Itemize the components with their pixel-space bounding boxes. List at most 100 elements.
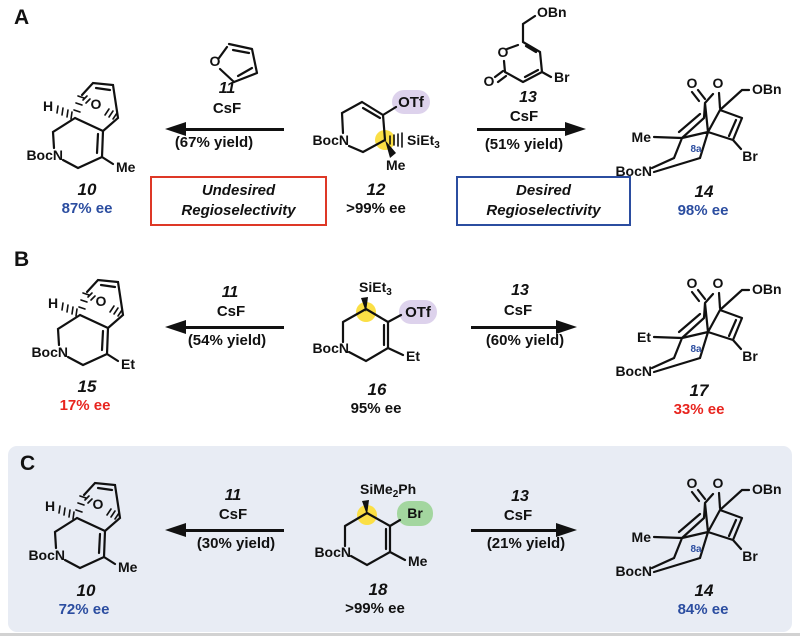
left-arrow-line	[184, 529, 284, 532]
box-line1: Desired	[515, 182, 572, 199]
stereo-wedge-bond	[362, 500, 369, 515]
substituent-label: Me	[632, 129, 652, 145]
right-arrowhead	[565, 122, 586, 136]
reagent-name: CsF	[212, 100, 242, 117]
right-arrow-line	[477, 128, 566, 131]
bocn-atom-label: BocN	[31, 344, 68, 360]
silyl-group-label: SiMe2Ph	[360, 481, 416, 500]
panel-c-background	[8, 446, 792, 632]
ee-value: 84% ee	[677, 601, 729, 618]
reagent-number: 13	[511, 488, 529, 505]
reagent-number: 11	[221, 284, 239, 301]
right-arrow-line	[471, 529, 557, 532]
compound-number: 14	[694, 581, 714, 600]
br-atom-label: Br	[742, 148, 758, 164]
ee-value: 87% ee	[61, 200, 113, 217]
box-line2: Regioselectivity	[486, 202, 601, 219]
bond-lines	[650, 288, 751, 374]
silyl-group-label: SiEt3	[359, 279, 392, 298]
yield-label: (30% yield)	[196, 535, 276, 552]
double-bond-lines	[677, 88, 738, 138]
yield-label: (21% yield)	[486, 535, 566, 552]
otf-group-label: OTf	[398, 94, 425, 111]
ee-value: 98% ee	[677, 202, 729, 219]
right-arrowhead	[556, 320, 577, 334]
lactone-o-atom-label: O	[713, 275, 724, 291]
ring-o-atom-label: O	[498, 44, 509, 60]
otf-highlight	[399, 300, 437, 324]
carbonyl-o-atom-label: O	[687, 475, 698, 491]
bond-lines	[650, 488, 751, 574]
br-atom-label: Br	[407, 505, 423, 521]
double-bond-lines	[361, 106, 382, 120]
stereo-hash-bonds	[58, 495, 120, 520]
structure-10c-drawing: H O BocN Me	[28, 481, 138, 575]
bond-lines	[341, 307, 405, 363]
structure-17-drawing: O O OBn Br Et 8a BocN	[615, 275, 781, 379]
reagent-name: CsF	[509, 108, 539, 125]
box-line2: Regioselectivity	[181, 202, 296, 219]
structure-12-drawing: BocN OTf SiEt3 Me	[312, 90, 440, 173]
compound-number: 15	[77, 377, 97, 396]
substituent-label: Me	[386, 157, 406, 173]
pyranone-drawing: O O OBn Br	[484, 4, 571, 89]
left-arrow-line	[184, 326, 284, 329]
undesired-regioselectivity-box: Undesired Regioselectivity	[150, 176, 327, 226]
compound-number: 14	[694, 182, 714, 201]
br-atom-label: Br	[742, 548, 758, 564]
br-highlight	[397, 501, 433, 526]
bottom-divider	[0, 633, 800, 636]
ee-value: >99% ee	[346, 200, 406, 217]
reagent-name: CsF	[216, 303, 246, 320]
bond-lines	[343, 511, 407, 567]
bond-lines	[56, 278, 125, 367]
bocn-atom-label: BocN	[615, 363, 652, 379]
lactone-o-atom-label: O	[713, 475, 724, 491]
double-bond-lines	[496, 44, 540, 84]
obn-group-label: OBn	[752, 481, 782, 497]
bridge-o-atom-label: O	[96, 293, 107, 309]
panel-b-label: B	[14, 248, 30, 271]
reagent-number: 13	[519, 89, 537, 106]
carbonyl-o-atom-label: O	[687, 75, 698, 91]
stereo-hash-bond	[389, 132, 403, 148]
ee-value: 33% ee	[673, 401, 725, 418]
double-bond-lines	[94, 86, 112, 155]
substituent-label: Me	[408, 553, 428, 569]
carbonyl-o-atom-label: O	[484, 73, 495, 89]
bocn-atom-label: BocN	[28, 547, 65, 563]
h-atom-label: H	[48, 295, 58, 311]
substituent-label: Me	[118, 559, 138, 575]
left-arrowhead	[165, 320, 186, 334]
structure-15-drawing: H O BocN Et	[31, 278, 135, 372]
left-arrowhead	[165, 122, 186, 136]
substituent-label: Et	[406, 348, 420, 364]
carbonyl-o-atom-label: O	[687, 275, 698, 291]
double-bond-lines	[99, 283, 117, 352]
stereo-hash-bonds	[56, 95, 118, 120]
substituent-label: Me	[632, 529, 652, 545]
silyl-group-label: SiEt3	[407, 132, 440, 151]
h-atom-label: H	[45, 498, 55, 514]
left-arrowhead	[165, 523, 186, 537]
bridge-o-atom-label: O	[93, 496, 104, 512]
h-atom-label: H	[43, 98, 53, 114]
ee-value: 72% ee	[58, 601, 110, 618]
obn-group-label: OBn	[537, 4, 567, 20]
double-bond-lines	[677, 288, 738, 338]
compound-number: 10	[76, 581, 96, 600]
reagent-name: CsF	[503, 507, 533, 524]
bond-lines	[53, 481, 122, 570]
yield-label: (54% yield)	[187, 332, 267, 349]
furan-drawing: O	[210, 42, 259, 84]
position-8a-label: 8a	[690, 344, 702, 355]
bocn-atom-label: BocN	[615, 163, 652, 179]
structure-14-drawing: O O OBn Br Me 8a BocN	[615, 75, 781, 179]
stereo-wedge-bond	[385, 140, 396, 158]
bond-lines	[340, 100, 398, 154]
bond-lines	[493, 14, 553, 84]
double-bond-lines	[677, 488, 738, 538]
stereo-wedge-bond	[361, 297, 368, 312]
otf-highlight	[392, 90, 430, 114]
